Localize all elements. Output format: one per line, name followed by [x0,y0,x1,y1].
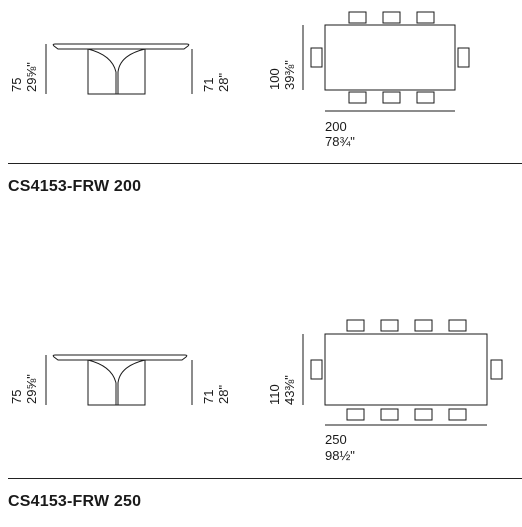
chair-icon [448,319,467,332]
chair-icon [380,408,399,421]
length-in-label: 98½" [325,448,355,463]
chair-icon [448,408,467,421]
chair-icon [348,11,367,24]
chair-icon [346,319,365,332]
base-left-curve [87,359,117,405]
chair-icon [382,91,401,104]
side-elevation-200: 75 29⅝" 71 28" [9,43,231,95]
table-section-200: 75 29⅝" 71 28" 100 39⅜" 200 78¾ [0,0,522,200]
chair-icon [490,359,503,380]
width-in-label: 43⅜" [282,375,297,405]
length-cm-label: 200 [325,119,347,134]
chair-icon [414,319,433,332]
tabletop-profile [52,43,190,50]
plan-view-250: 110 43⅜" 250 98½" [267,319,503,463]
section-divider [8,163,522,164]
chair-icon [310,359,323,380]
leg-height-in-label: 28" [216,385,231,404]
section-divider [8,478,522,479]
technical-drawing-250: 75 29⅝" 71 28" 110 43⅜" [9,319,503,463]
leg-height-in-label: 28" [216,73,231,92]
width-cm-label: 100 [267,68,282,90]
side-elevation-250: 75 29⅝" 71 28" [9,354,231,406]
length-in-label: 78¾" [325,134,355,149]
height-cm-label: 75 [9,390,24,404]
chair-icon [310,47,323,68]
chair-icon [346,408,365,421]
model-label-250: CS4153-FRW 250 [8,493,142,510]
chair-icon [416,11,435,24]
leg-height-cm-label: 71 [201,390,216,404]
chair-icon [416,91,435,104]
base-right-curve [117,359,146,405]
height-in-label: 29⅝" [24,62,39,92]
tabletop-profile [52,354,188,361]
base-right-curve [117,48,146,94]
technical-drawing-200: 75 29⅝" 71 28" 100 39⅜" 200 78¾ [9,11,470,149]
chair-icon [457,47,470,68]
table-section-250: 75 29⅝" 71 28" 110 43⅜" [0,300,522,527]
height-cm-label: 75 [9,78,24,92]
chair-icon [380,319,399,332]
tabletop-plan [324,24,456,91]
leg-height-cm-label: 71 [201,78,216,92]
chair-icon [348,91,367,104]
height-in-label: 29⅝" [24,374,39,404]
length-cm-label: 250 [325,432,347,447]
width-cm-label: 110 [267,384,282,405]
base-left-curve [87,48,117,94]
model-label-200: CS4153-FRW 200 [8,178,142,195]
chair-icon [414,408,433,421]
chair-icon [382,11,401,24]
width-in-label: 39⅜" [282,60,297,90]
tabletop-plan [324,333,488,406]
plan-view-200: 100 39⅜" 200 78¾" [267,11,470,149]
